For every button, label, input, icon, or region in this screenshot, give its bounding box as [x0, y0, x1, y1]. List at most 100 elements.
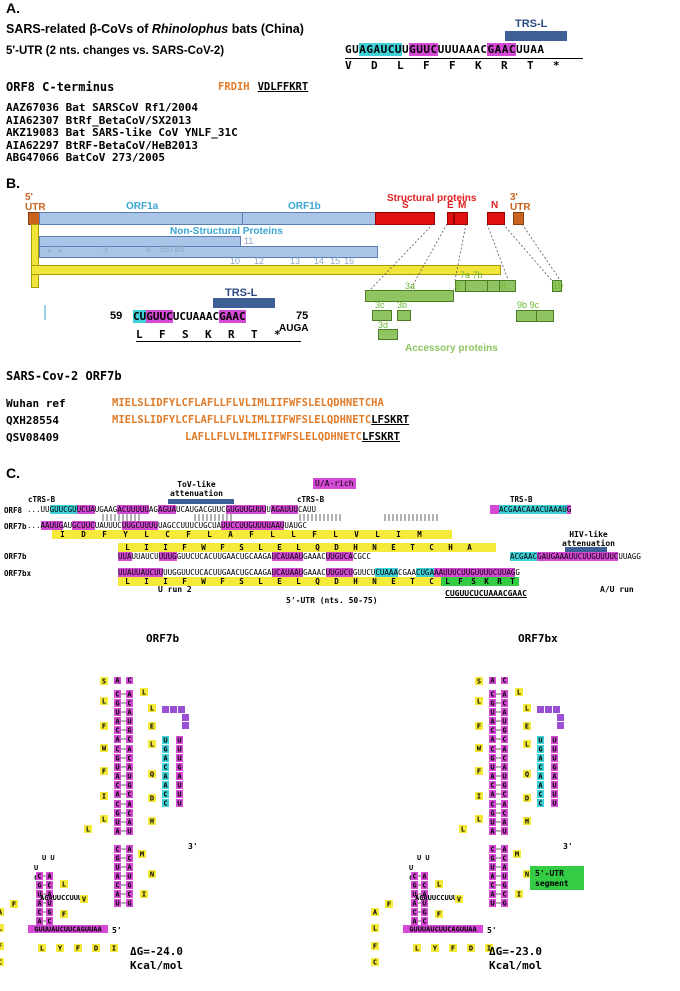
utr-segment-label: 5'-UTR	[535, 869, 564, 878]
cyan-nt	[537, 763, 544, 771]
seq-plain: GAAAC	[303, 552, 326, 561]
yellow-vert	[31, 224, 39, 288]
aa-cell: F	[249, 530, 254, 539]
nt-box	[523, 722, 531, 730]
nt-box	[148, 870, 156, 878]
nt-text: C	[115, 882, 119, 890]
utr-label-c: 5'-UTR (nts. 50-75)	[286, 596, 378, 605]
bottom-aa	[431, 944, 439, 952]
panel-a-heading: SARS-related β-CoVs of Rhinolophus bats …	[6, 22, 304, 36]
aa-cell: Q	[315, 543, 320, 552]
nt-text: G	[127, 782, 131, 790]
nt-text: A	[127, 846, 132, 854]
nt-box	[475, 744, 483, 752]
nt-text: U	[177, 782, 181, 790]
nt-box	[100, 677, 108, 685]
nsp-11: 11	[244, 236, 254, 246]
stem-nt	[46, 908, 53, 916]
nt-box	[0, 908, 4, 916]
nt-text: A	[115, 736, 120, 744]
acc-3b	[397, 310, 411, 321]
nt-text: A	[127, 801, 132, 809]
nt-box	[371, 924, 379, 932]
utr-seq-c: CUGUUCUCUAAACGAAC	[445, 589, 527, 598]
orf8-seq-orange: FRDIH	[218, 81, 250, 93]
nt-text: U	[502, 773, 506, 781]
nt-text: G	[502, 727, 506, 735]
stem-nt	[489, 745, 496, 753]
row-orf7b2-label: ORF7b	[4, 552, 27, 561]
stem-nt	[126, 800, 133, 808]
stem-nt	[36, 899, 43, 907]
cyan-nt	[162, 763, 169, 771]
nt-box	[523, 740, 531, 748]
stem-nt	[501, 781, 508, 789]
right-dg: ΔG=-23.0	[489, 945, 542, 958]
nt-box	[513, 850, 521, 858]
loop-square	[537, 706, 544, 713]
three-prime: 3'	[188, 842, 198, 851]
ua-rich: U/A-rich	[313, 478, 356, 489]
nt-text: C	[373, 959, 377, 967]
seq-plain: UUAGG	[618, 552, 641, 561]
nt-box	[60, 880, 68, 888]
nt-box	[148, 740, 156, 748]
nt-text: G	[538, 746, 542, 754]
stem-nt	[501, 881, 508, 889]
stem-nt	[126, 809, 133, 817]
stem-nt	[489, 899, 496, 907]
seq-highlight: AGUA	[157, 505, 177, 514]
bottom-aa	[449, 944, 457, 952]
seq-highlight: UUCCUUGUU	[221, 521, 262, 530]
aa-cell: M	[417, 530, 422, 539]
stem-nt	[36, 917, 43, 925]
nt-box	[138, 850, 146, 858]
stem-nt	[126, 845, 133, 853]
seq-plain: ...	[27, 521, 41, 530]
aa-cell: N	[372, 543, 377, 552]
stem-nt	[501, 890, 508, 898]
S-box	[375, 212, 435, 225]
nt-box	[100, 722, 108, 730]
stem-nt	[126, 827, 133, 835]
nt-text: U	[490, 819, 494, 827]
nt-text: C	[502, 891, 506, 899]
nt-text: G	[115, 810, 119, 818]
mag-nt	[551, 736, 558, 744]
mag-nt	[551, 754, 558, 762]
nt-text: H	[150, 818, 154, 826]
nt-text: A	[373, 909, 378, 917]
nt-text: W	[102, 745, 107, 753]
nt-text: U	[552, 782, 556, 790]
nt-box	[385, 900, 393, 908]
seq-highlight: UCAUAAU	[271, 568, 304, 577]
nt-text: D	[94, 945, 98, 953]
stem-nt	[489, 772, 496, 780]
nt-text: C	[490, 801, 494, 809]
nt-box	[80, 895, 88, 903]
nt-text: U	[163, 737, 167, 745]
strand-text: AGAUUCCUUU	[40, 894, 82, 902]
seq-highlight: UUGUCA	[325, 552, 353, 561]
nsp-bar-bottom	[39, 246, 378, 258]
accession-item: AIA62297 BtRF-BetaCoV/HeB2013	[6, 138, 199, 152]
nt-box	[114, 677, 121, 684]
trs-aa: L	[136, 328, 143, 341]
trs-aa: *	[274, 328, 281, 341]
mag-nt	[176, 763, 183, 771]
orf7b-seq-orange: MIELSLIDFYLCFLAFLLFLVLIMLIIFWFSLELQDHNET…	[112, 397, 384, 409]
cyan-nt	[537, 772, 544, 780]
nt-text: A	[490, 718, 495, 726]
seq-highlight: ACUUUUU	[117, 505, 149, 514]
orf7b-seq-ul: LFSKRT	[371, 414, 410, 426]
mag-nt	[176, 781, 183, 789]
nt-text: N	[525, 871, 529, 879]
orf7b-row-name: QSV08409	[6, 431, 59, 444]
structural-label: Structural proteins	[387, 193, 477, 204]
nt-text: I	[477, 793, 481, 801]
nt-text: G	[37, 882, 41, 890]
nt-text: GUUUAUCUUCAGUUAA	[409, 926, 477, 934]
acc-3d-label: 3d	[378, 320, 389, 330]
